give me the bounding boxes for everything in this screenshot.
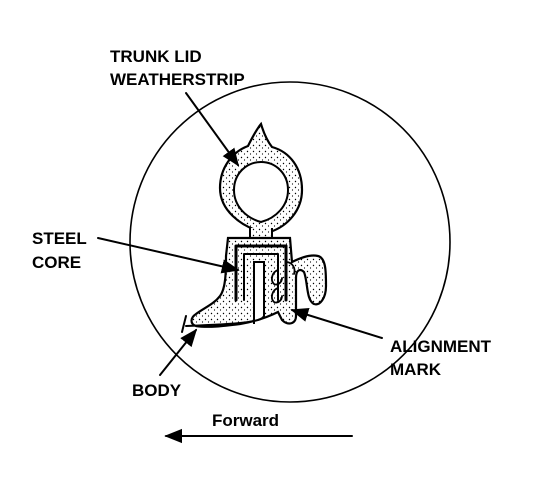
label-weatherstrip-line2: WEATHERSTRIP <box>110 70 245 89</box>
label-forward: Forward <box>212 411 279 430</box>
retaining-finger-1 <box>271 269 283 286</box>
alignment-mark-leader <box>290 307 383 339</box>
retaining-finger-3 <box>285 261 296 275</box>
label-body: BODY <box>132 381 182 400</box>
label-weatherstrip-line1: TRUNK LID <box>110 47 202 66</box>
label-steel-core-line2: CORE <box>32 253 81 272</box>
bulb-hollow <box>232 160 290 224</box>
body-hem <box>181 315 187 333</box>
body-flange <box>253 261 265 324</box>
retaining-finger-2 <box>271 287 283 304</box>
label-alignment-mark-line1: ALIGNMENT <box>390 337 492 356</box>
label-steel-core-line1: STEEL <box>32 229 87 248</box>
weatherstrip-leader <box>185 92 240 167</box>
detail-circle <box>129 81 451 403</box>
body-panel-edge <box>185 315 265 327</box>
steel-core-inner <box>243 253 279 301</box>
steel-core-leader <box>97 237 240 274</box>
body-leader <box>159 328 198 376</box>
label-alignment-mark-line2: MARK <box>390 360 442 379</box>
